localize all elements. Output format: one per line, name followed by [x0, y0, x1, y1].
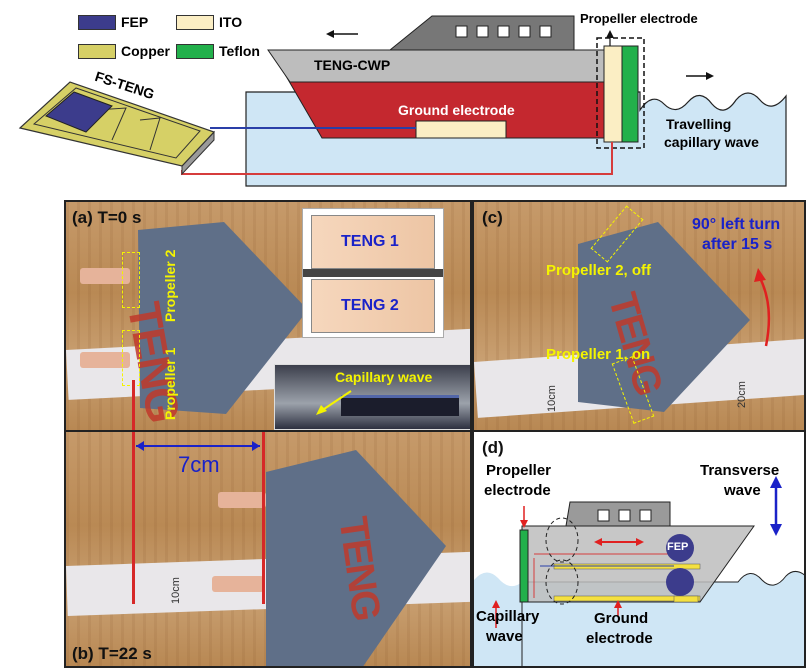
fep-ball-lower — [666, 568, 694, 596]
boat-a-foam — [138, 222, 308, 414]
legend-label-teflon: Teflon — [219, 43, 260, 59]
fs-teng-pattern — [32, 87, 201, 159]
panel-d-water — [474, 572, 522, 666]
ground-electrode-d-1: Ground — [594, 610, 649, 627]
teng-inset: TENG 1 TENG 2 — [302, 208, 444, 338]
inset-rail — [303, 269, 443, 277]
inset-boat — [341, 395, 459, 416]
teng-cwp-label: TENG-CWP — [314, 57, 391, 73]
panel-a-label: (a) T=0 s — [72, 208, 142, 227]
fep-label: FEP — [667, 541, 689, 553]
panel-d-label: (d) — [482, 438, 504, 457]
teng-2-board — [311, 279, 435, 333]
legend-label-fep: FEP — [121, 14, 149, 30]
panel-b: 10cm TENG 7cm (b) T=22 s — [64, 430, 472, 668]
panel-d-drawing — [474, 476, 804, 666]
propeller-electrode-d-1: Propeller — [486, 462, 552, 479]
cabin-window — [455, 25, 468, 38]
cabin-window — [497, 25, 510, 38]
schematic-drawing — [18, 15, 787, 187]
legend-swatch-fep — [78, 15, 116, 30]
propeller-2-label: Propeller 2 — [162, 249, 178, 322]
capillary-wave-d-2: wave — [486, 628, 523, 645]
propeller-2-box — [122, 252, 140, 308]
start-line — [132, 380, 135, 430]
propeller-1-box — [122, 330, 140, 386]
panel-c: 10cm 20cm TENG Propeller 2, off Propelle… — [472, 200, 806, 432]
ground-electrode — [415, 120, 507, 139]
turn-label-1: 90° left turn — [692, 216, 781, 233]
panel-d: FEP (d) Propeller electrode Transverse w… — [472, 430, 806, 668]
copper-tab-b2 — [218, 492, 266, 508]
propeller-1-label: Propeller 1 — [162, 347, 178, 420]
turn-label-2: after 15 s — [702, 236, 773, 253]
ground-electrode-label: Ground electrode — [398, 102, 515, 118]
rotation-arrow — [754, 268, 771, 347]
transverse-wave-2: wave — [724, 482, 761, 499]
travelling-wave-label-1: Travelling — [666, 116, 732, 132]
boat-c-foam — [578, 222, 750, 412]
propeller-ito — [603, 45, 623, 143]
fs-teng-plate — [18, 81, 216, 167]
panel-a: TENG Propeller 2 Propeller 1 TENG 1 TENG… — [64, 200, 472, 432]
propeller-electrode-label: Propeller electrode — [580, 11, 698, 26]
propeller-electrode-d-2: electrode — [484, 482, 551, 499]
capillary-wave-d-1: Capillary — [476, 608, 540, 625]
cabin-window — [539, 25, 552, 38]
boat-b-foam — [266, 450, 446, 666]
start-line-b — [132, 432, 135, 604]
legend-label-copper: Copper — [121, 43, 170, 59]
propeller-1-status: Propeller 1, on — [546, 346, 651, 363]
legend-swatch-copper — [78, 44, 116, 59]
transverse-wave-1: Transverse — [700, 462, 780, 479]
distance-label: 7cm — [178, 452, 220, 477]
copper-tab-2 — [80, 268, 130, 284]
end-line-b — [262, 432, 265, 604]
legend-label-ito: ITO — [219, 14, 243, 30]
legend-swatch-teflon — [176, 44, 214, 59]
panel-d-teflon — [519, 529, 529, 603]
capillary-wave-label: Capillary wave — [335, 369, 433, 385]
panel-b-label: (b) T=22 s — [72, 644, 152, 663]
cabin-window — [476, 25, 489, 38]
copper-tab-1 — [80, 352, 130, 368]
copper-tab-b1 — [212, 576, 264, 592]
capillary-wave-inset: Capillary wave — [274, 364, 470, 430]
ground-electrode-d-2: electrode — [586, 630, 653, 647]
cabin-window — [518, 25, 531, 38]
travelling-wave-label-2: capillary wave — [664, 134, 759, 150]
fs-teng-fep — [45, 91, 113, 133]
propeller-2-status: Propeller 2, off — [546, 262, 652, 279]
teng-1-label: TENG 1 — [341, 233, 399, 250]
distance-arrow — [136, 441, 260, 451]
teng-1-board — [311, 215, 435, 269]
fep-ball-upper — [666, 534, 694, 562]
propeller-dashed-box — [596, 37, 645, 149]
propeller-teflon — [621, 45, 639, 143]
panel-c-label: (c) — [482, 208, 503, 227]
teng-2-label: TENG 2 — [341, 297, 399, 314]
panel-d-cabin — [565, 501, 671, 527]
legend-swatch-ito — [176, 15, 214, 30]
